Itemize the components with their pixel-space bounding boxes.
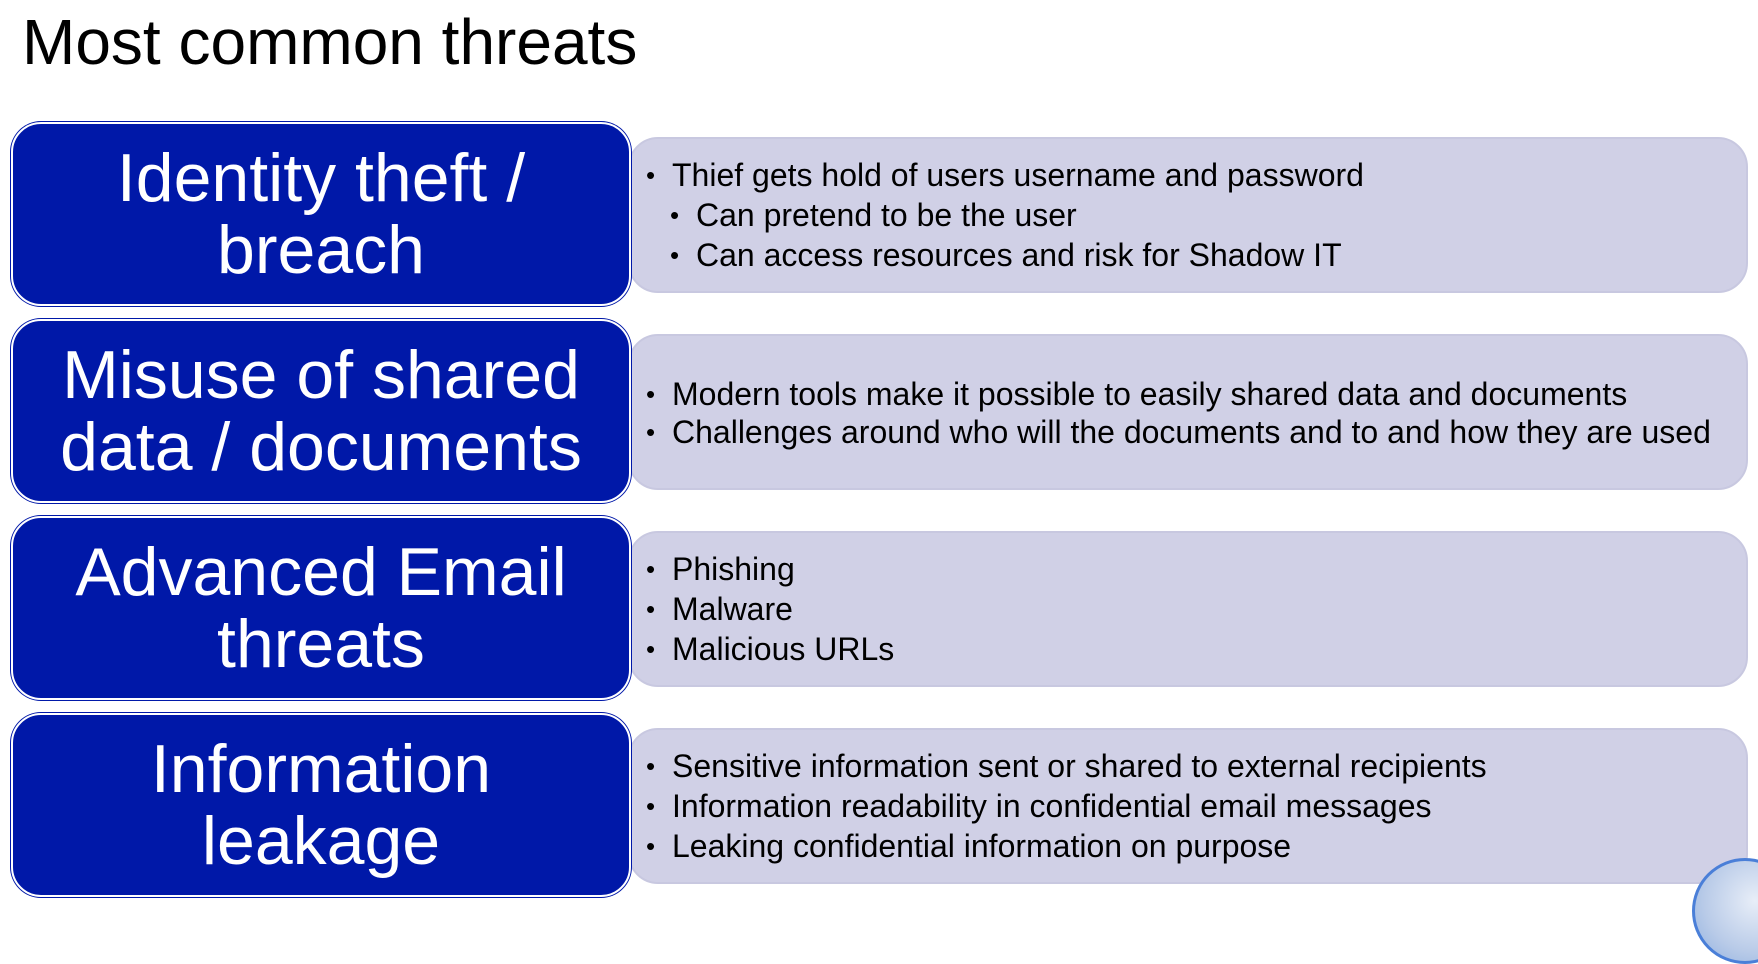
threat-heading-line: leakage: [201, 803, 441, 879]
sub-bullet-item: Can access resources and risk for Shadow…: [670, 235, 1746, 275]
threat-heading-line: Advanced Email: [75, 534, 567, 610]
threat-heading-line: Identity theft /: [116, 140, 526, 216]
threat-heading-line: threats: [217, 606, 425, 682]
slide-title: Most common threats: [22, 6, 638, 78]
threat-details-identity-theft: Thief gets hold of users username and pa…: [628, 137, 1748, 293]
sub-bullet-item: Can pretend to be the user: [670, 195, 1746, 235]
threat-heading-line: Information: [150, 731, 492, 807]
threat-heading-line: data / documents: [60, 409, 582, 485]
threat-heading-line: breach: [217, 212, 425, 288]
bullet-item: Phishing: [646, 549, 1746, 589]
bullet-item: Modern tools make it possible to easily …: [646, 374, 1746, 414]
threat-heading-line: Misuse of shared: [62, 337, 580, 413]
bullet-item: Challenges around who will the documents…: [646, 414, 1746, 450]
bullet-item: Information readability in confidential …: [646, 786, 1746, 826]
threat-heading-information-leakage: Information leakage: [11, 713, 631, 897]
threat-details-advanced-email: Phishing Malware Malicious URLs: [628, 531, 1748, 687]
bullet-item: Thief gets hold of users username and pa…: [646, 155, 1746, 195]
bullet-item: Leaking confidential information on purp…: [646, 826, 1746, 866]
threat-heading-misuse-shared-data: Misuse of shared data / documents: [11, 319, 631, 503]
threat-details-information-leakage: Sensitive information sent or shared to …: [628, 728, 1748, 884]
threat-heading-advanced-email: Advanced Email threats: [11, 516, 631, 700]
threat-heading-identity-theft: Identity theft / breach: [11, 122, 631, 306]
bullet-item: Malware: [646, 589, 1746, 629]
bullet-item: Sensitive information sent or shared to …: [646, 746, 1746, 786]
bullet-item: Malicious URLs: [646, 629, 1746, 669]
threat-details-misuse-shared-data: Modern tools make it possible to easily …: [628, 334, 1748, 490]
